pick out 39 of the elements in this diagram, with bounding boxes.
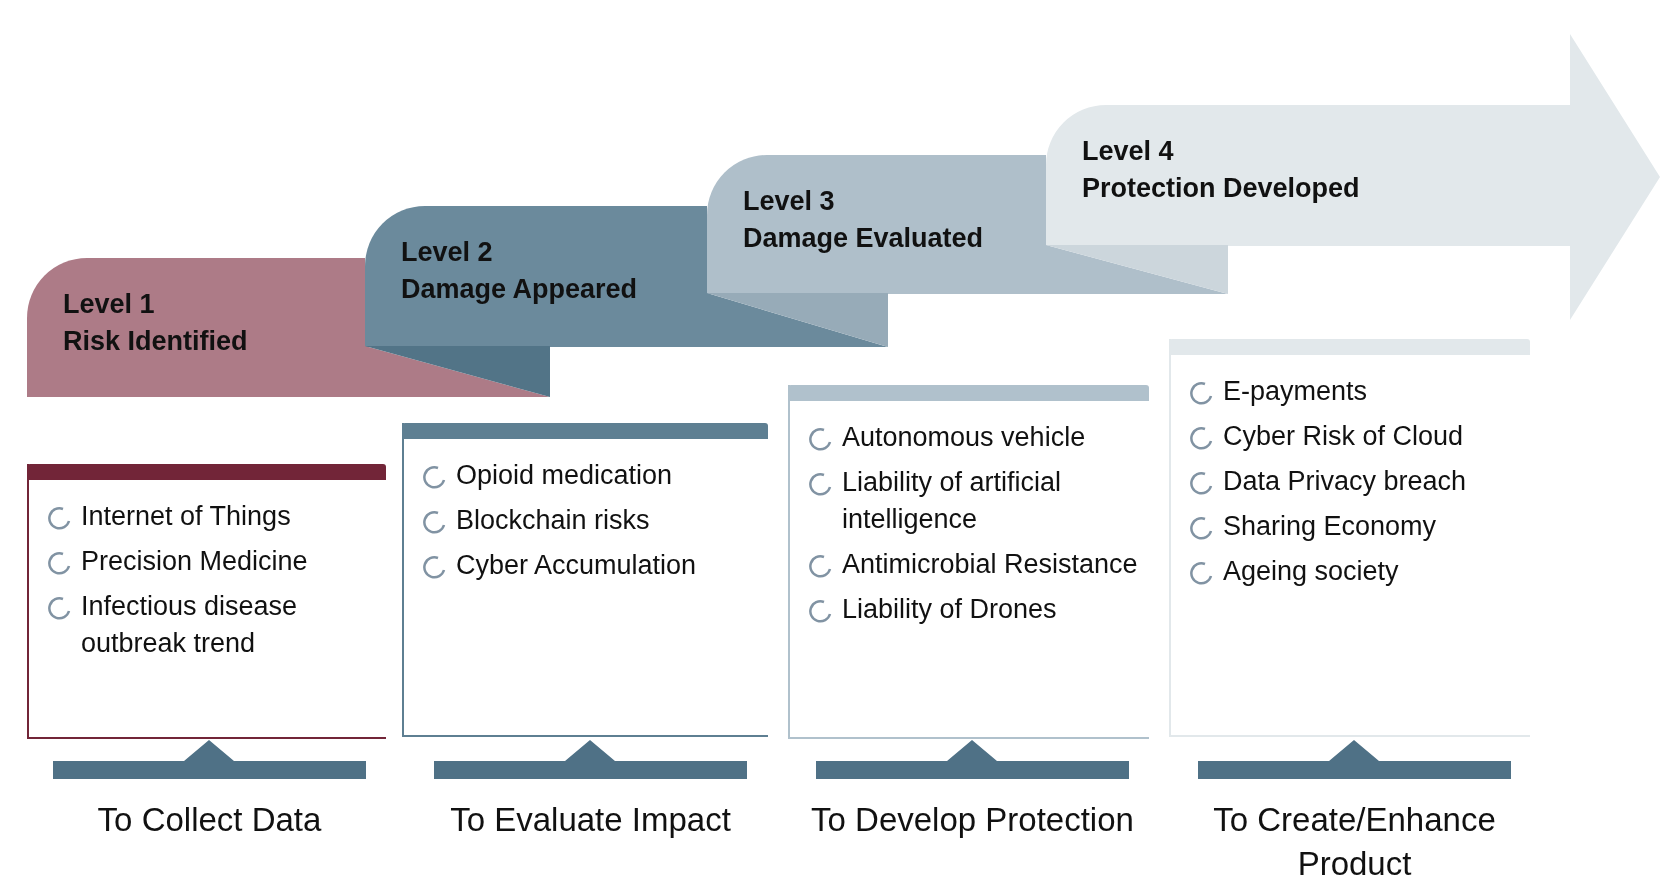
pointer-bar	[816, 740, 1129, 780]
list-item: Opioid medication	[456, 459, 673, 492]
list-item: Infectious disease outbreak trend	[81, 590, 299, 660]
list-item: Liability of artificial intelligence	[842, 466, 1063, 536]
list-item: Data Privacy breach	[1223, 465, 1467, 498]
level-title: Damage Evaluated	[743, 222, 984, 255]
list-item: Sharing Economy	[1223, 510, 1437, 543]
list-item: Internet of Things	[81, 500, 291, 533]
list-item: Cyber Risk of Cloud	[1223, 420, 1464, 453]
level-number: Level 1	[63, 288, 156, 321]
pointer-bar	[1198, 740, 1511, 780]
level-title: Risk Identified	[63, 325, 248, 358]
list-item: Antimicrobial Resistance	[842, 548, 1138, 581]
content-box	[788, 385, 1149, 739]
list-item: E-payments	[1223, 375, 1368, 408]
list-item: Cyber Accumulation	[456, 549, 697, 582]
list-item: Precision Medicine	[81, 545, 308, 578]
list-item: Liability of Drones	[842, 593, 1057, 626]
arrow-banner	[1046, 34, 1660, 320]
level-number: Level 4	[1082, 135, 1175, 168]
stage-label: To Evaluate Impact	[449, 800, 732, 840]
pointer-bar	[53, 740, 366, 780]
pointer-bar	[434, 740, 747, 780]
list-item: Ageing society	[1223, 555, 1399, 588]
content-box	[402, 423, 768, 737]
level-number: Level 2	[401, 236, 494, 269]
level-banner	[27, 258, 365, 397]
level-title: Damage Appeared	[401, 273, 638, 306]
content-box	[27, 464, 386, 739]
list-item: Autonomous vehicle	[842, 421, 1086, 454]
stage-label: To Develop Protection	[810, 800, 1135, 840]
level-title: Protection Developed	[1082, 172, 1360, 205]
stage-label: To Create/Enhance Product	[1212, 800, 1497, 884]
list-item: Blockchain risks	[456, 504, 650, 537]
level-banner	[707, 155, 1046, 347]
level-banner	[365, 206, 707, 397]
content-box	[1169, 339, 1530, 737]
level-number: Level 3	[743, 185, 836, 218]
stage-label: To Collect Data	[96, 800, 323, 840]
